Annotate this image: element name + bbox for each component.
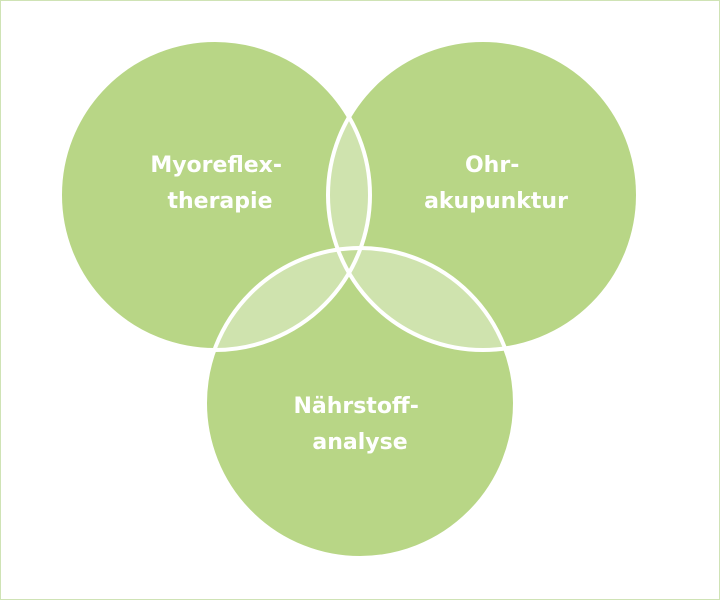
label-myoreflextherapie: Myoreflex- therapie: [150, 153, 289, 214]
label-ohrakupunktur-line-1: Ohr-: [465, 153, 519, 178]
label-naehrstoffanalyse-line-1: Nährstoff-: [293, 394, 418, 419]
label-myoreflextherapie-line-2: therapie: [167, 189, 272, 214]
overlap-right-bottom: [328, 248, 515, 350]
circle-outlines: [58, 38, 640, 560]
overlap-left-bottom: [205, 248, 370, 350]
label-ohrakupunktur-line-2: akupunktur: [424, 189, 568, 214]
label-naehrstoffanalyse-line-2: analyse: [312, 430, 407, 455]
label-naehrstoffanalyse: Nährstoff- analyse: [293, 394, 426, 455]
label-ohrakupunktur: Ohr- akupunktur: [424, 153, 568, 214]
label-myoreflextherapie-line-1: Myoreflex-: [150, 153, 282, 178]
